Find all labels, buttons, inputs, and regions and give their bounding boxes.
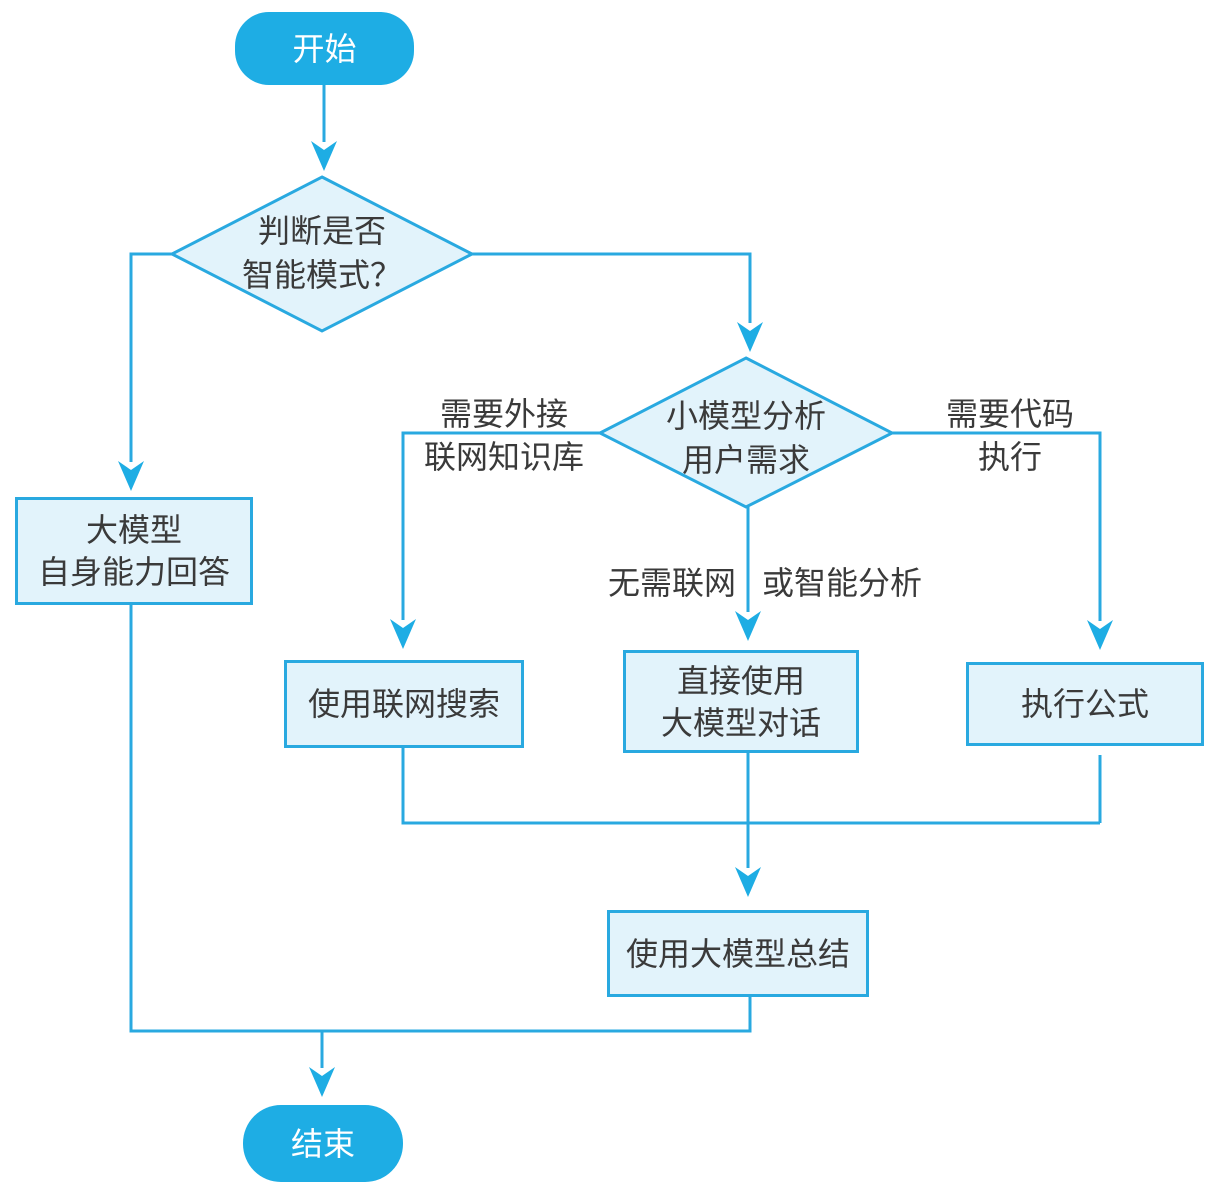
node-end: 结束 <box>243 1105 403 1182</box>
node-decision-small-model-label: 小模型分析 用户需求 <box>666 394 826 482</box>
need-code-line1: 需要代码 <box>945 396 1075 432</box>
direct-chat-line1: 直接使用 <box>676 662 805 699</box>
decision-smart-mode-line1: 判断是否 <box>257 213 387 249</box>
decision-small-model-line2: 用户需求 <box>681 442 811 478</box>
edge-label-no-internet: 无需联网 或智能分析 <box>608 562 922 605</box>
node-execute-formula: 执行公式 <box>966 662 1204 746</box>
edge-label-need-external-kb: 需要外接 联网知识库 <box>424 393 584 479</box>
decision-smart-mode-line2: 智能模式？ <box>241 257 403 293</box>
node-start-label: 开始 <box>292 30 357 67</box>
arrowhead-into-answer-self <box>118 461 144 491</box>
direct-chat-line2: 大模型对话 <box>660 704 821 741</box>
execute-formula-label: 执行公式 <box>1020 686 1149 722</box>
arrowhead-into-decision2 <box>737 322 763 352</box>
node-direct-chat: 直接使用 大模型对话 <box>623 650 859 753</box>
arrowhead-into-web-search <box>390 619 416 649</box>
edge-decision1-to-answer-self <box>129 252 172 462</box>
node-start: 开始 <box>235 12 414 85</box>
node-end-label: 结束 <box>290 1125 355 1162</box>
need-external-kb-line2: 联网知识库 <box>423 439 585 475</box>
no-internet-text: 无需联网 <box>607 565 736 601</box>
arrowhead-into-execute-formula <box>1087 620 1113 650</box>
answer-own-ability-line1: 大模型 <box>85 512 182 548</box>
need-external-kb-line1: 需要外接 <box>439 396 569 432</box>
node-answer-with-own-ability: 大模型 自身能力回答 <box>15 497 253 605</box>
node-web-search: 使用联网搜索 <box>284 660 524 748</box>
node-decision-smart-mode-label: 判断是否 智能模式？ <box>242 209 402 297</box>
arrowhead-into-decision1 <box>311 141 337 171</box>
edge-decision1-to-decision2 <box>472 252 752 323</box>
summarize-label: 使用大模型总结 <box>625 935 850 972</box>
edge-web-search-merge <box>401 748 1100 825</box>
or-smart-analysis-text: 或智能分析 <box>762 565 923 601</box>
need-code-line2: 执行 <box>977 439 1043 475</box>
arrowhead-into-end <box>309 1067 335 1097</box>
decision-small-model-line1: 小模型分析 <box>665 398 827 434</box>
arrowhead-into-summarize <box>735 867 761 897</box>
edge-label-need-code: 需要代码 执行 <box>946 393 1074 479</box>
node-summarize: 使用大模型总结 <box>607 910 869 997</box>
answer-own-ability-line2: 自身能力回答 <box>37 554 230 590</box>
arrowhead-into-direct-chat <box>735 611 761 641</box>
web-search-label: 使用联网搜索 <box>307 686 500 722</box>
